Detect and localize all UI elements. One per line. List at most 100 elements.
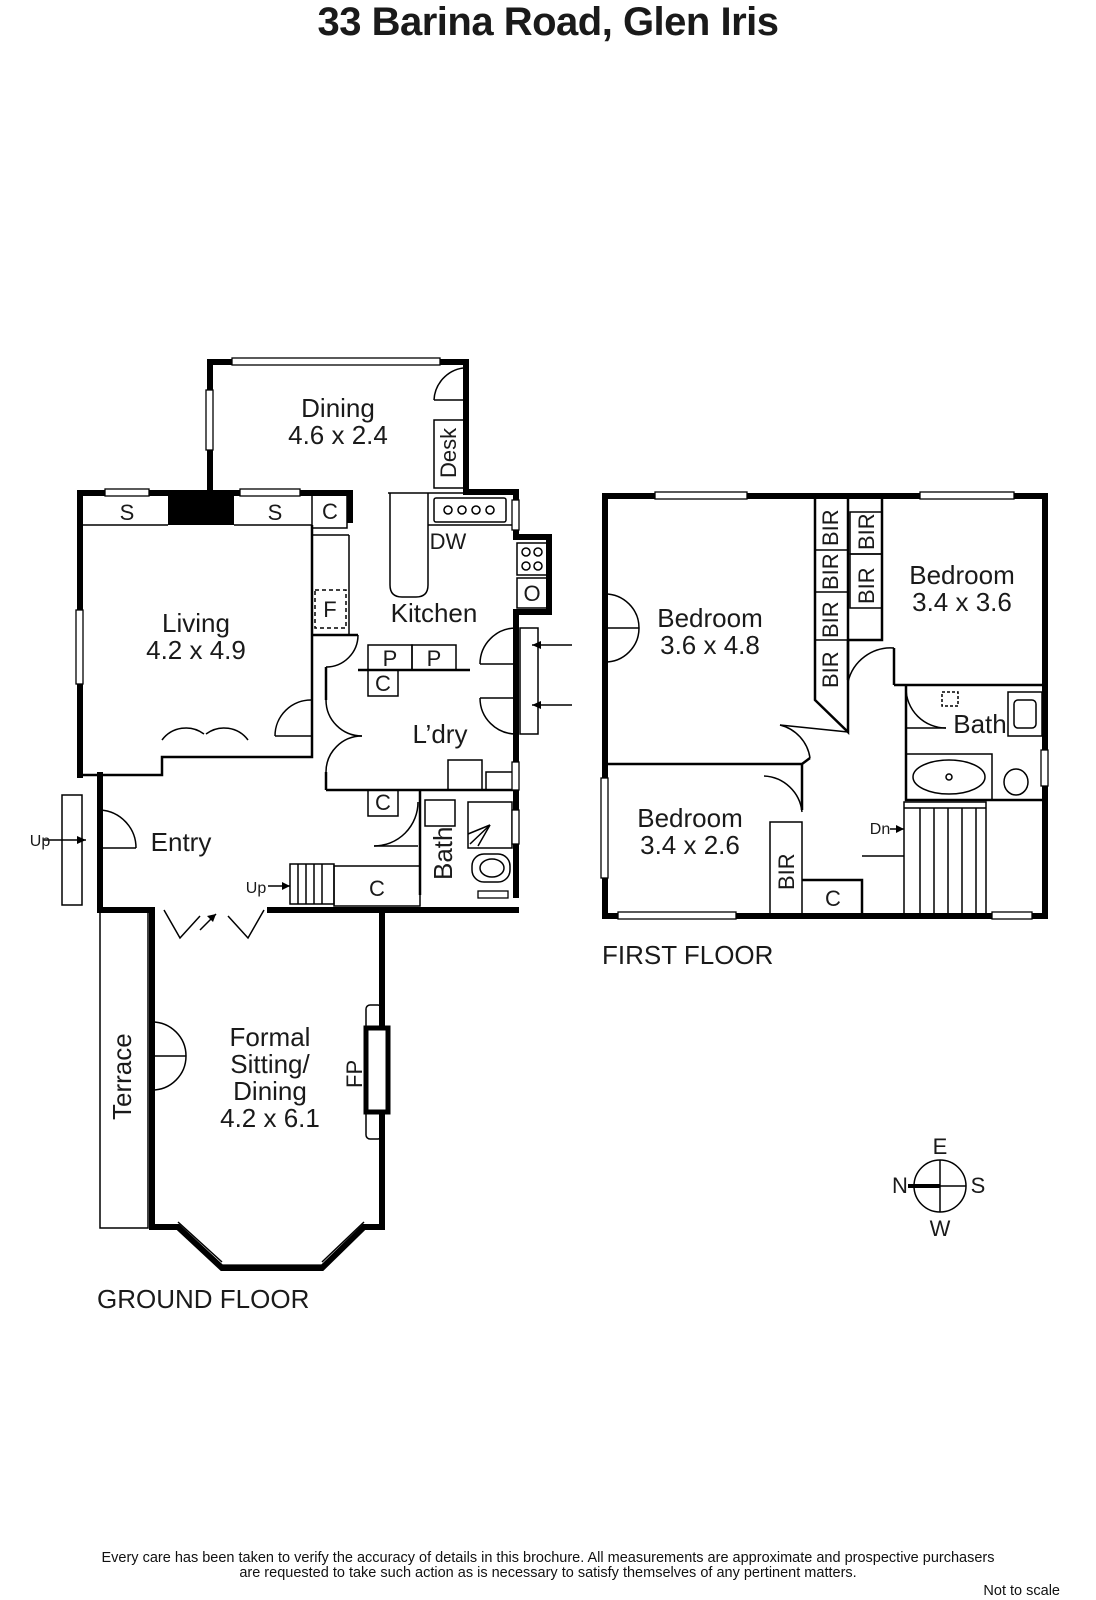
compass-east: E bbox=[933, 1134, 948, 1159]
pantry-label-2: P bbox=[427, 646, 442, 671]
bedroom2-size: 3.4 x 3.6 bbox=[912, 587, 1012, 617]
compass-south: S bbox=[971, 1173, 986, 1198]
dining-window-west bbox=[205, 389, 214, 451]
fridge-label: F bbox=[323, 597, 336, 622]
living-window-n2 bbox=[239, 488, 301, 497]
living-window-n1 bbox=[104, 488, 150, 497]
stairs-down bbox=[903, 801, 987, 915]
cupboard-label-understair: C bbox=[369, 876, 385, 901]
dining-label: Dining bbox=[301, 393, 375, 423]
bir-label-2: BIR bbox=[818, 553, 843, 590]
shelf-label-2: S bbox=[268, 500, 283, 525]
front-steps bbox=[61, 794, 83, 906]
bath-window bbox=[511, 809, 520, 845]
fridge bbox=[314, 589, 347, 629]
kitchen-window bbox=[511, 499, 520, 531]
living-east-wall bbox=[290, 525, 314, 759]
first-floor-outer bbox=[602, 493, 1048, 919]
bir-label-1: BIR bbox=[818, 509, 843, 546]
formal-label-1: Formal bbox=[230, 1022, 311, 1052]
oven-label: O bbox=[523, 581, 540, 606]
ff-window-w bbox=[600, 777, 609, 879]
ff-bath-label: Bath bbox=[953, 709, 1007, 739]
formal-label-3: Dining bbox=[233, 1076, 307, 1106]
shelf-label-1: S bbox=[120, 500, 135, 525]
entry-label: Entry bbox=[151, 827, 212, 857]
bir-label-6: BIR bbox=[854, 567, 879, 604]
entry-bifold-right bbox=[227, 909, 265, 940]
ff-cupboard-label: C bbox=[825, 886, 841, 911]
ff-bath-walls bbox=[904, 685, 1045, 802]
laundry-door-left bbox=[325, 699, 363, 737]
entry-door bbox=[99, 809, 137, 849]
dining-window-north bbox=[231, 357, 441, 366]
bedroom1-size: 3.6 x 4.8 bbox=[660, 630, 760, 660]
oven bbox=[516, 577, 548, 609]
cupboard-label-laundry-top: C bbox=[375, 671, 391, 696]
laundry-door-top bbox=[479, 627, 517, 665]
side-step bbox=[519, 627, 539, 735]
kitchen-bench bbox=[389, 493, 429, 598]
living-door-left bbox=[161, 727, 205, 741]
dw-label: DW bbox=[430, 529, 467, 554]
ff-window-s2 bbox=[991, 911, 1033, 920]
bir-column bbox=[813, 496, 850, 735]
pantry-label-1: P bbox=[383, 646, 398, 671]
living-label: Living bbox=[162, 608, 230, 638]
bedroom1-door bbox=[779, 724, 811, 759]
ground-bath-label: Bath bbox=[428, 827, 458, 881]
not-to-scale-note: Not to scale bbox=[983, 1583, 1060, 1599]
kitchen-door bbox=[325, 634, 359, 668]
disclaimer-line-1: Every care has been taken to verify the … bbox=[101, 1550, 995, 1566]
ff-window-n1 bbox=[654, 491, 748, 500]
kitchen-label: Kitchen bbox=[391, 598, 478, 628]
bath-door bbox=[373, 801, 419, 847]
up-label-stairs: Up bbox=[246, 880, 267, 897]
formal-walls bbox=[149, 907, 385, 1271]
pantry-2 bbox=[411, 644, 457, 671]
ground-labels: Dining 4.6 x 2.4 Desk DW S S C F O Livin… bbox=[30, 393, 541, 1314]
cupboard-label-kitchen: C bbox=[322, 499, 338, 524]
fireplace-label: FP bbox=[342, 1060, 367, 1088]
bir-label-3: BIR bbox=[818, 601, 843, 638]
bir-label-4: BIR bbox=[818, 651, 843, 688]
down-label: Dn bbox=[870, 821, 890, 838]
understair-cupboard bbox=[333, 865, 421, 907]
ground-floor-label: GROUND FLOOR bbox=[97, 1284, 309, 1314]
ff-toilet bbox=[1003, 768, 1029, 796]
entry-bifold-left bbox=[163, 909, 201, 940]
disclaimer-line-2: are requested to take such action as is … bbox=[239, 1565, 857, 1581]
living-window-west bbox=[75, 609, 84, 685]
bedroom3-label: Bedroom bbox=[637, 803, 743, 833]
ff-window-n2 bbox=[919, 491, 1015, 500]
up-label-front: Up bbox=[30, 833, 51, 850]
cupboard-label-laundry-bottom: C bbox=[375, 790, 391, 815]
laundry-label: L’dry bbox=[413, 719, 468, 749]
vanity bbox=[424, 799, 456, 827]
ff-bath-vanity bbox=[1007, 691, 1043, 737]
laundry-tub bbox=[447, 759, 483, 791]
bedroom2-door bbox=[847, 647, 895, 683]
ground-floor-plan bbox=[44, 357, 572, 1271]
bath-window-south bbox=[477, 890, 509, 899]
stairs-up bbox=[289, 863, 335, 905]
page-title: 33 Barina Road, Glen Iris bbox=[317, 0, 780, 44]
laundry-door-bottom bbox=[479, 697, 517, 735]
bedroom3-door bbox=[763, 775, 803, 813]
chimney bbox=[168, 490, 234, 525]
first-floor-plan bbox=[600, 491, 1049, 920]
bir-label-5: BIR bbox=[854, 513, 879, 550]
compass-north: N bbox=[892, 1173, 908, 1198]
living-side-door bbox=[274, 699, 313, 737]
cupboard-kitchen bbox=[311, 492, 348, 529]
living-size: 4.2 x 4.9 bbox=[146, 635, 246, 665]
compass-west: W bbox=[930, 1216, 951, 1241]
bir-label-7: BIR bbox=[774, 853, 799, 890]
first-floor-labels: Bedroom 3.6 x 4.8 Bedroom 3.4 x 3.6 Bedr… bbox=[602, 509, 1015, 970]
terrace-label: Terrace bbox=[107, 1033, 137, 1120]
disclaimer: Every care has been taken to verify the … bbox=[0, 1551, 1096, 1581]
bedroom3-size: 3.4 x 2.6 bbox=[640, 830, 740, 860]
fireplace bbox=[363, 1025, 391, 1115]
laundry-window bbox=[511, 761, 520, 791]
